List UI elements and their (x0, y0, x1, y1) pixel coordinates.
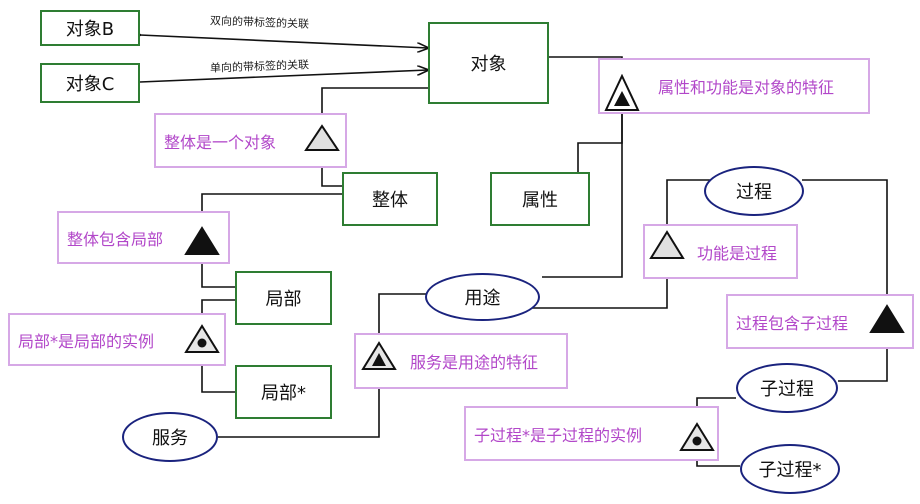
instantiation-triangle-icon (679, 422, 715, 451)
note-service-feature-text: 服务是用途的特征 (410, 353, 539, 372)
process-to-generalization-line (666, 179, 712, 232)
subprocess-instance-ellipse[interactable]: 子过程* (740, 444, 840, 494)
aggregation-to-part-line (201, 254, 235, 288)
note-whole-contains-part-text: 整体包含局部 (67, 229, 164, 249)
bidirectional-association-label: 双向的带标签的关联 (209, 14, 310, 31)
note-attr-func-feature-text: 属性和功能是对象的特征 (658, 78, 835, 97)
note-attr-func-feature: 属性和功能是对象的特征 (598, 58, 870, 114)
generalization-triangle-icon (304, 124, 340, 151)
part-box[interactable]: 局部 (235, 271, 332, 325)
instantiation-triangle-icon (184, 324, 220, 353)
exhibition-to-service-line (218, 368, 380, 438)
exhibition-to-use-line (542, 110, 623, 278)
exhibition-triangle-icon (604, 74, 640, 111)
note-process-contains-subprocess-text: 过程包含子过程 (736, 313, 849, 333)
attribute-box[interactable]: 属性 (490, 172, 590, 226)
note-part-instance-text: 局部*是局部的实例 (18, 331, 155, 351)
note-subprocess-instance: 子过程*是子过程的实例 (464, 406, 719, 461)
object-box[interactable]: 对象 (428, 22, 549, 104)
aggregation-triangle-icon (869, 304, 905, 333)
aggregation-triangle-icon (184, 226, 220, 255)
whole-box[interactable]: 整体 (342, 172, 438, 226)
object-b-box[interactable]: 对象B (40, 10, 140, 46)
note-function-is-process-text: 功能是过程 (697, 243, 778, 263)
part-instance-box[interactable]: 局部* (235, 365, 332, 419)
use-to-exhibition-line (378, 293, 428, 343)
exhibition-triangle-icon (361, 341, 397, 370)
bidirectional-association-line (140, 35, 428, 48)
note-part-instance: 局部*是局部的实例 (8, 313, 226, 366)
generalization-triangle-icon (649, 230, 685, 259)
subprocess-ellipse[interactable]: 子过程 (736, 363, 838, 413)
exhibition-to-attribute-line (577, 110, 623, 172)
unidirectional-association-line (139, 70, 428, 83)
service-ellipse[interactable]: 服务 (122, 412, 218, 462)
use-ellipse[interactable]: 用途 (425, 273, 540, 321)
note-subprocess-instance-text: 子过程*是子过程的实例 (474, 425, 643, 445)
process-to-aggregation-line (802, 179, 888, 306)
object-c-box[interactable]: 对象C (40, 63, 140, 103)
note-whole-is-object-text: 整体是一个对象 (164, 132, 277, 152)
process-ellipse[interactable]: 过程 (704, 166, 804, 216)
